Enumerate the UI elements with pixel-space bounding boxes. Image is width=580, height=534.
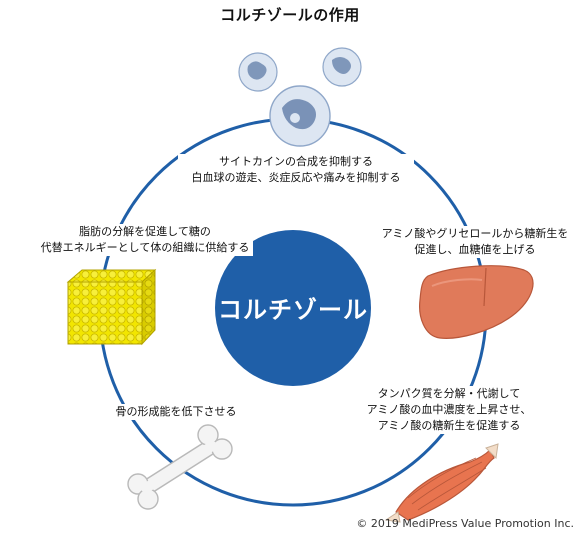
immune-effect-line-2: 白血球の遊走、炎症反応や痛みを抑制する	[191, 171, 401, 184]
muscle-icon	[384, 443, 499, 523]
bone-effect-text: 骨の形成能を低下させる	[98, 404, 254, 420]
immune-effect-line-1: サイトカインの合成を抑制する	[219, 155, 373, 168]
fat-tissue-icon	[66, 268, 157, 346]
bone-icon	[127, 424, 233, 510]
fat-effect-text: 脂肪の分解を促進して糖の 代替エネルギーとして体の組織に供給する	[37, 224, 253, 256]
liver-effect-text: アミノ酸やグリセロールから糖新生を 促進し、血糖値を上げる	[372, 226, 578, 258]
liver-effect-line-1: アミノ酸やグリセロールから糖新生を	[381, 227, 569, 240]
bone-effect-line-1: 骨の形成能を低下させる	[115, 405, 237, 418]
white-blood-cells-icon	[238, 47, 362, 147]
immune-effect-text: サイトカインの合成を抑制する 白血球の遊走、炎症反応や痛みを抑制する	[178, 154, 414, 186]
fat-effect-line-2: 代替エネルギーとして体の組織に供給する	[40, 241, 250, 254]
diagram-title: コルチゾールの作用	[220, 6, 360, 24]
copyright-notice: © 2019 MediPress Value Promotion Inc.	[356, 517, 574, 530]
muscle-effect-line-3: アミノ酸の糖新生を促進する	[377, 419, 521, 432]
muscle-effect-line-1: タンパク質を分解・代謝して	[377, 387, 521, 400]
liver-effect-line-2: 促進し、血糖値を上げる	[414, 243, 536, 256]
fat-effect-line-1: 脂肪の分解を促進して糖の	[79, 225, 211, 238]
center-disc	[215, 230, 371, 386]
muscle-effect-text: タンパク質を分解・代謝して アミノ酸の血中濃度を上昇させ、 アミノ酸の糖新生を促…	[350, 386, 548, 434]
center-label: コルチゾール	[218, 296, 368, 324]
liver-icon	[419, 265, 534, 339]
muscle-effect-line-2: アミノ酸の血中濃度を上昇させ、	[366, 403, 532, 416]
